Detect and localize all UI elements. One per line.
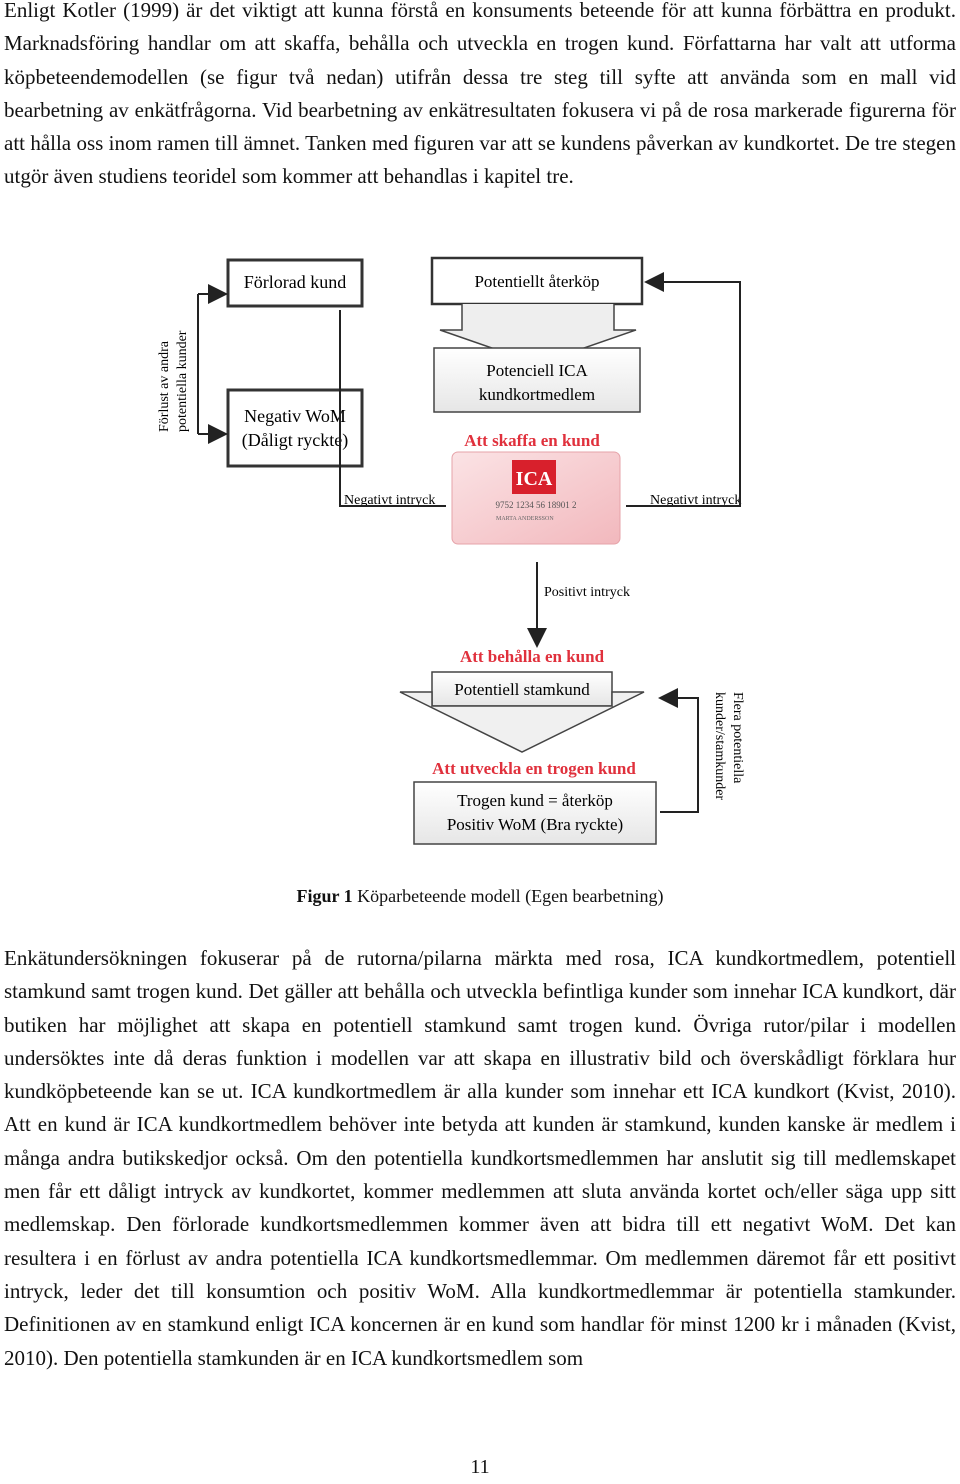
figure-caption: Figur 1 Köparbeteende modell (Egen bearb… bbox=[0, 886, 960, 907]
intro-paragraph: Enligt Kotler (1999) är det viktigt att … bbox=[4, 0, 956, 189]
positive-impression: Positivt intryck bbox=[544, 585, 630, 600]
potential-rebuy-box bbox=[430, 256, 644, 306]
more-potential-line2: kunder/stamkunder bbox=[712, 692, 727, 800]
loyal-box bbox=[413, 781, 657, 845]
retain-heading: Att behålla en kund bbox=[460, 647, 605, 666]
caption-text: Köparbeteende modell (Egen bearbetning) bbox=[357, 886, 664, 906]
page-number: 11 bbox=[470, 1456, 490, 1478]
lost-customer-box bbox=[226, 258, 364, 308]
negative-impression-right: Negativt intryck bbox=[650, 493, 741, 508]
potential-rebuy-label: Potentiellt återköp bbox=[474, 272, 599, 291]
acquire-heading: Att skaffa en kund bbox=[464, 431, 600, 450]
ica-card: ICA 9752 1234 56 18901 2 MARTA ANDERSSON bbox=[451, 451, 621, 545]
caption-label: Figur 1 bbox=[296, 886, 353, 906]
right-bracket bbox=[660, 697, 699, 813]
loyal-line1: Trogen kund = återköp bbox=[457, 791, 613, 810]
negative-wom-line2: (Dåligt ryckte) bbox=[242, 430, 348, 451]
negative-impression-left: Negativt intryck bbox=[344, 493, 435, 508]
potential-member-line2: kundkortmedlem bbox=[479, 385, 595, 404]
negative-wom-line1: Negativ WoM bbox=[244, 406, 346, 426]
potential-member-line1: Potenciell ICA bbox=[486, 361, 588, 380]
retain-funnel-arrow bbox=[399, 691, 645, 753]
ica-logo: ICA bbox=[516, 468, 553, 490]
lost-others-label-line2: potentiella kunder bbox=[175, 330, 190, 432]
card-number: 9752 1234 56 18901 2 bbox=[496, 500, 577, 510]
potential-member-box bbox=[433, 347, 641, 413]
develop-heading: Att utveckla en trogen kund bbox=[432, 759, 636, 778]
purchase-behavior-figure: Förlorad kund Potentiellt återköp Negati… bbox=[157, 256, 745, 845]
lost-customer-label: Förlorad kund bbox=[244, 272, 347, 292]
more-potential-line1: Flera potentiella bbox=[730, 692, 745, 784]
body-paragraph: Enkätundersökningen fokuserar på de ruto… bbox=[4, 946, 956, 1370]
neg-arrow-left bbox=[339, 310, 446, 507]
loyal-line2: Positiv WoM (Bra ryckte) bbox=[447, 815, 623, 834]
negative-wom-box bbox=[226, 388, 364, 468]
neg-arrow-right bbox=[626, 272, 741, 507]
lost-others-label-line1: Förlust av andra bbox=[157, 340, 172, 432]
potential-regular-label: Potentiell stamkund bbox=[454, 680, 590, 699]
card-name: MARTA ANDERSSON bbox=[496, 516, 554, 522]
